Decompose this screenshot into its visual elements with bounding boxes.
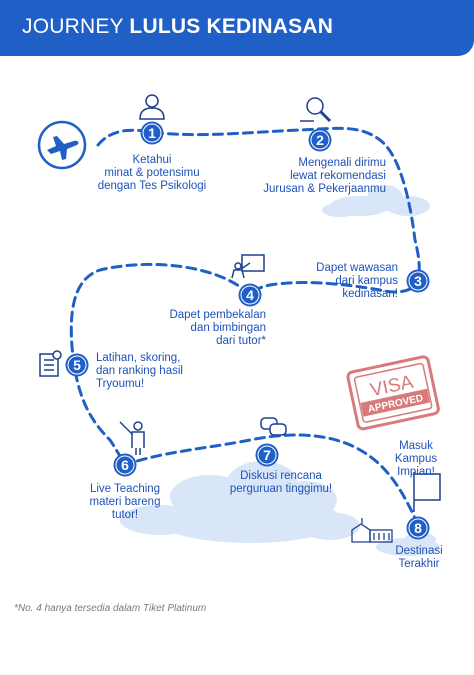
step-number-1: 1 [140, 121, 164, 145]
teacher-icon [119, 421, 145, 455]
step-5-text: Latihan, skoring, dan ranking hasil Tryo… [96, 352, 183, 390]
step-4-text: Dapet pembekalan dan bimbingan dari tuto… [169, 309, 266, 347]
magnifier-icon [300, 97, 332, 123]
step-1-text: Ketahui minat & potensimu dengan Tes Psi… [97, 154, 207, 192]
step-number-5: 5 [65, 353, 89, 377]
person-icon [139, 94, 165, 120]
step-6-text: Live Teaching materi bareng tutor! [89, 483, 161, 521]
step-number-6: 6 [113, 453, 137, 477]
goal-label: Masuk Kampus Impian! [394, 440, 438, 478]
airplane-icon [37, 120, 87, 170]
step-number-7: 7 [255, 443, 279, 467]
cloud-bottom [120, 461, 360, 543]
checklist-icon [39, 350, 62, 377]
chat-bubbles-icon [260, 417, 287, 436]
step-8-text: Destinasi Terakhir [395, 545, 443, 570]
step-number-8: 8 [406, 516, 430, 540]
step-number-3: 3 [406, 269, 430, 293]
step-number-4: 4 [238, 283, 262, 307]
footnote: *No. 4 hanya tersedia dalam Tiket Platin… [14, 603, 207, 614]
step-number-2: 2 [308, 128, 332, 152]
svg-text:6: 6 [121, 457, 129, 473]
svg-text:3: 3 [414, 273, 422, 289]
svg-text:1: 1 [148, 125, 156, 141]
page-title: JOURNEY LULUS KEDINASAN [22, 15, 333, 39]
presentation-icon [231, 254, 265, 279]
svg-text:2: 2 [316, 132, 324, 148]
flag-icon [413, 472, 441, 512]
title-regular: JOURNEY [22, 15, 124, 38]
campus-building-icon [351, 518, 393, 543]
step-7-text: Diskusi rencana perguruan tinggimu! [229, 470, 333, 495]
svg-text:5: 5 [73, 357, 81, 373]
step-2-text: Mengenali dirimu lewat rekomendasi Jurus… [263, 157, 386, 195]
step-3-text: Dapet wawasan dari kampus kedinasan! [316, 262, 398, 300]
title-bold: LULUS KEDINASAN [129, 15, 334, 38]
visa-approved-stamp: VISA APPROVED [346, 355, 440, 431]
svg-text:7: 7 [263, 447, 271, 463]
svg-text:8: 8 [414, 520, 422, 536]
svg-text:4: 4 [246, 287, 254, 303]
header-bar: JOURNEY LULUS KEDINASAN [0, 0, 474, 56]
